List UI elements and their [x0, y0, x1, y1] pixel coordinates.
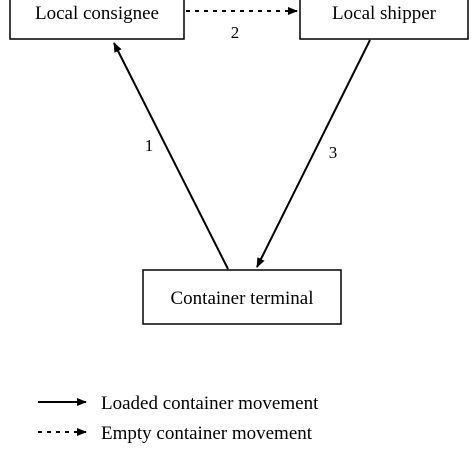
node-label-container-terminal: Container terminal: [171, 288, 314, 309]
legend: Loaded container movement Empty containe…: [38, 393, 319, 444]
node-container-terminal: Container terminal: [142, 269, 342, 325]
legend-label-loaded: Loaded container movement: [101, 393, 319, 414]
node-label-local-shipper: Local shipper: [332, 3, 437, 24]
edge-label-3: 3: [329, 143, 338, 162]
node-label-local-consignee: Local consignee: [35, 3, 159, 24]
node-local-shipper: Local shipper: [299, 0, 469, 40]
edge-label-2: 2: [231, 23, 240, 42]
edge-label-1: 1: [145, 136, 154, 155]
node-local-consignee: Local consignee: [9, 0, 185, 40]
edge-terminal-to-consignee: [113, 42, 229, 270]
edge-shipper-to-terminal: [256, 39, 371, 268]
legend-label-empty: Empty container movement: [101, 423, 313, 444]
